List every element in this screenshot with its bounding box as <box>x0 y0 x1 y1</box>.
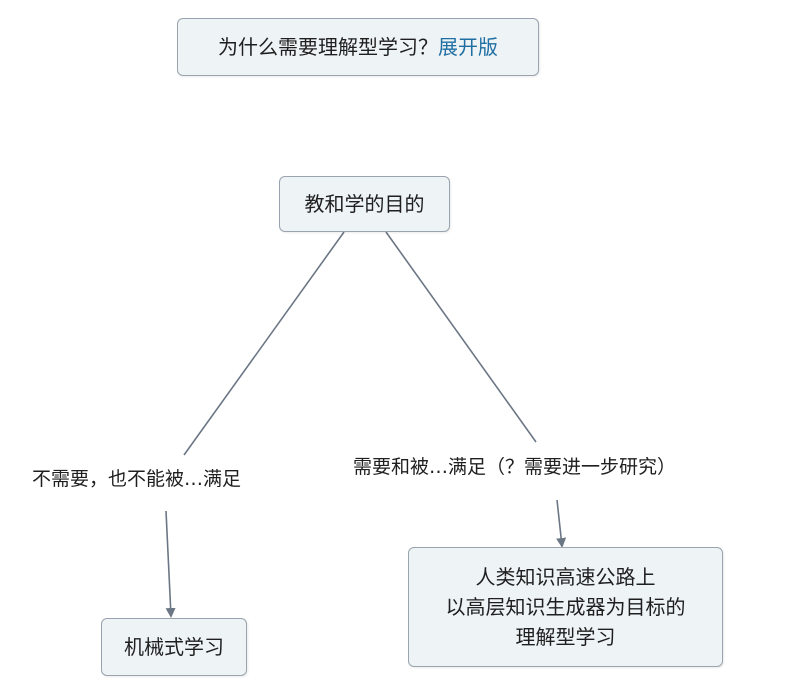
rote-learning-text: 机械式学习 <box>124 635 224 659</box>
edge-root-to-right-label <box>385 231 537 443</box>
arrow-right-label-to-leaf <box>556 499 567 548</box>
title-text: 为什么需要理解型学习？ <box>218 35 438 59</box>
root-node-text: 教和学的目的 <box>304 192 425 216</box>
understanding-line-3: 理解型学习 <box>515 625 616 649</box>
edge-root-to-left-label <box>183 231 345 456</box>
understanding-learning-node[interactable]: 人类知识高速公路上 以高层知识生成器为目标的 理解型学习 <box>408 547 723 667</box>
rote-learning-node[interactable]: 机械式学习 <box>101 618 247 676</box>
understanding-line-1: 人类知识高速公路上 <box>475 565 656 589</box>
root-node[interactable]: 教和学的目的 <box>279 176 450 232</box>
expand-link[interactable]: 展开版 <box>438 35 498 59</box>
title-node: 为什么需要理解型学习？展开版 <box>177 18 539 76</box>
right-edge-label: 需要和被…满足（？需要进一步研究） <box>351 454 679 480</box>
understanding-line-2: 以高层知识生成器为目标的 <box>445 595 686 619</box>
left-edge-label: 不需要，也不能被…满足 <box>30 466 244 492</box>
arrow-left-label-to-leaf <box>165 510 176 618</box>
